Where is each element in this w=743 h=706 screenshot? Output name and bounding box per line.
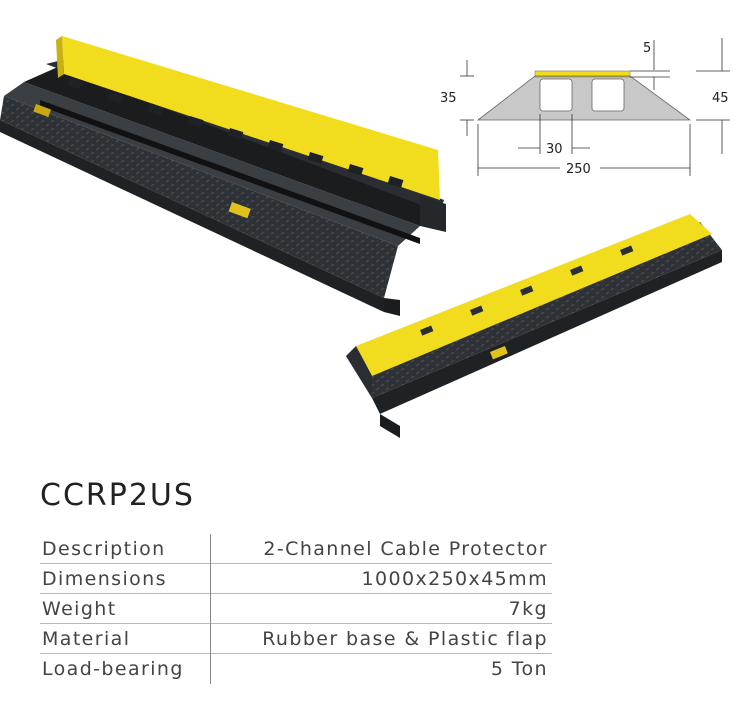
spec-row-dimensions: Dimensions 1000x250x45mm (40, 564, 552, 594)
spec-value: 1000x250x45mm (361, 567, 548, 590)
channel-right (591, 78, 625, 112)
spec-value: Rubber base & Plastic flap (262, 627, 548, 650)
cable-protector-open-photo (0, 36, 446, 316)
spec-table: Description 2-Channel Cable Protector Di… (40, 534, 552, 683)
spec-row-weight: Weight 7kg (40, 594, 552, 624)
dim-flap-label: 5 (643, 41, 651, 56)
spec-label: Load-bearing (42, 657, 184, 680)
model-title: CCRP2US (40, 478, 195, 513)
spec-label: Weight (42, 597, 117, 620)
spec-value: 5 Ton (490, 657, 548, 680)
dim-total-height-label: 45 (712, 91, 729, 106)
spec-value: 7kg (508, 597, 548, 620)
cross-section-diagram: 5 35 45 30 250 (440, 38, 730, 177)
cable-protector-closed-photo (346, 214, 722, 438)
spec-row-material: Material Rubber base & Plastic flap (40, 624, 552, 654)
profile-shape (478, 76, 690, 120)
spec-value: 2-Channel Cable Protector (263, 537, 548, 560)
spec-row-description: Description 2-Channel Cable Protector (40, 534, 552, 564)
spec-label: Dimensions (42, 567, 167, 590)
dim-channel-height-label: 35 (440, 91, 457, 106)
spec-label: Description (42, 537, 166, 560)
spec-label: Material (42, 627, 131, 650)
dim-channel-width-label: 30 (546, 142, 563, 157)
spec-row-load-bearing: Load-bearing 5 Ton (40, 654, 552, 683)
dim-total-width-label: 250 (566, 162, 591, 177)
table-divider (210, 534, 211, 684)
channel-left (539, 78, 573, 112)
flap-bar (534, 70, 631, 78)
product-photos (0, 36, 722, 438)
